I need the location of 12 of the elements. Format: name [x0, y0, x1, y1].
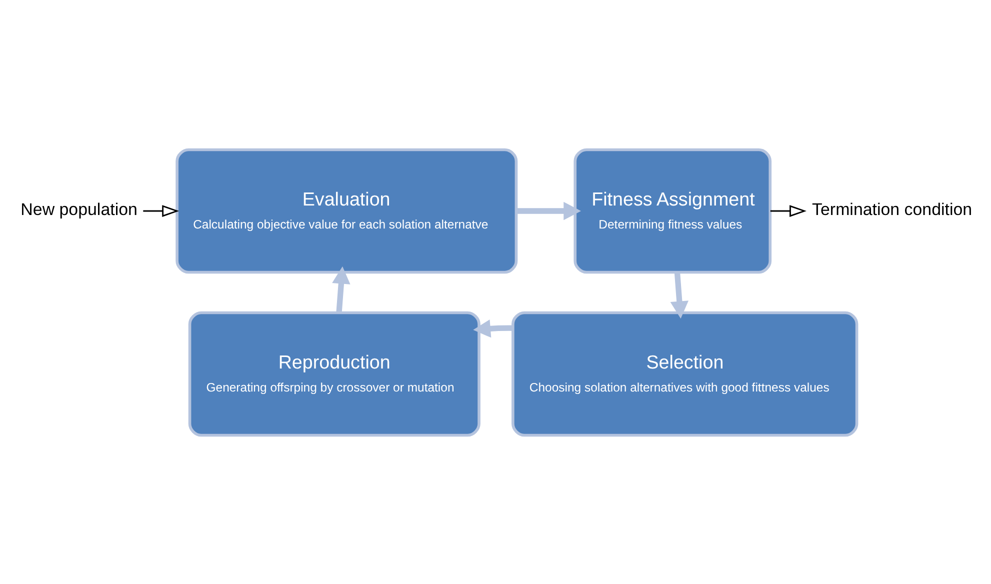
arrow	[143, 204, 180, 216]
node-box: Reproduction Generating offsrping by crossover or mutation	[188, 310, 480, 436]
node-text: New population	[20, 200, 138, 219]
node-box: Evaluation Calculating objective value for each solation alternatve	[176, 148, 518, 274]
arrow	[670, 272, 689, 318]
node-box: Selection Choosing solation alternatives with good fittness values	[512, 310, 858, 436]
node-text: Termination condition	[812, 200, 972, 219]
arrow	[473, 318, 513, 338]
arrow	[770, 204, 806, 216]
node-box: Fitness Assignment Determining fitness values	[574, 148, 772, 274]
arrow	[516, 201, 582, 220]
arrow	[332, 266, 350, 312]
